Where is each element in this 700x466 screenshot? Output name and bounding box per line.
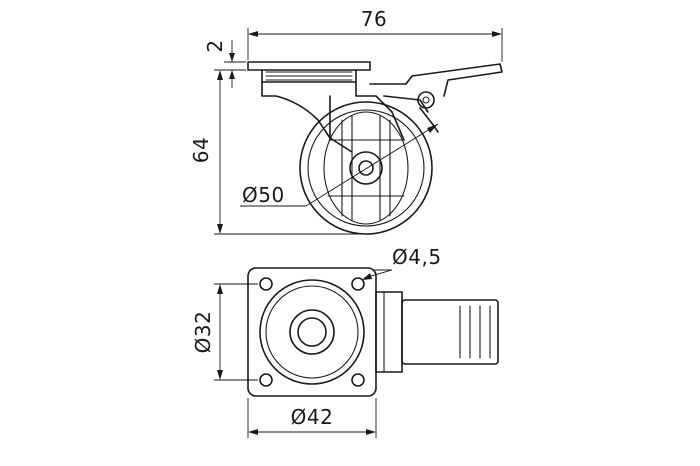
axle-inner xyxy=(358,160,374,176)
brake-pedal-top xyxy=(401,299,499,365)
wheel-hub-rim xyxy=(323,111,409,225)
side-view: 76 2 64 Ø50 xyxy=(189,7,503,235)
wheel-outer xyxy=(299,101,433,235)
dim-76-label: 76 xyxy=(361,7,387,31)
bearing-balls xyxy=(265,71,353,81)
hole-top-right xyxy=(351,277,365,291)
mounting-plate xyxy=(247,267,377,397)
dim-4-5-label: Ø4,5 xyxy=(392,245,442,269)
dim-42-arrow-left xyxy=(248,429,258,435)
top-plate xyxy=(247,61,371,71)
brake-pivot xyxy=(417,91,435,109)
dim-2-arrow-bottom xyxy=(229,70,235,79)
hole-bottom-right xyxy=(351,373,365,387)
center-bolt xyxy=(297,317,327,347)
pedal-grip-lines xyxy=(459,305,491,359)
wheel-spokes xyxy=(341,115,391,221)
dim-4-5-arrow xyxy=(362,273,372,280)
dim-76-arrow-left xyxy=(248,31,258,37)
dim-32-arrow-top xyxy=(217,284,223,294)
brake-housing xyxy=(375,291,403,373)
brake-pedal xyxy=(369,63,503,97)
axle-outer xyxy=(349,151,383,185)
swivel-ring-outer xyxy=(259,279,365,385)
dim-50-arrow xyxy=(427,124,438,133)
hole-bottom-left xyxy=(259,373,273,387)
dim-42-label: Ø42 xyxy=(291,405,334,429)
brake-pivot-pin xyxy=(422,96,430,104)
dim-50-leader xyxy=(305,123,439,207)
dim-64-arrow-top xyxy=(217,70,223,80)
wheel-tread-inner xyxy=(307,109,425,227)
fork-front xyxy=(261,81,353,153)
dim-32-label: Ø32 xyxy=(191,311,215,354)
top-view: Ø4,5 Ø32 Ø42 xyxy=(191,245,499,438)
hole-top-left xyxy=(259,277,273,291)
swivel-ring xyxy=(261,69,357,83)
dim-64-arrow-bottom xyxy=(217,224,223,234)
dim-64-label: 64 xyxy=(189,137,213,163)
dim-32-arrow-bottom xyxy=(217,370,223,380)
swivel-ring-inner xyxy=(265,285,359,379)
center-ring xyxy=(289,309,335,355)
dim-50-label: Ø50 xyxy=(242,183,285,207)
dim-2-arrow-top xyxy=(229,53,235,62)
dim-76-arrow-right xyxy=(492,31,502,37)
wheel-ribs xyxy=(327,139,405,197)
dim-42-arrow-right xyxy=(366,429,376,435)
fork-back xyxy=(355,81,405,141)
dim-2-label: 2 xyxy=(203,39,227,52)
